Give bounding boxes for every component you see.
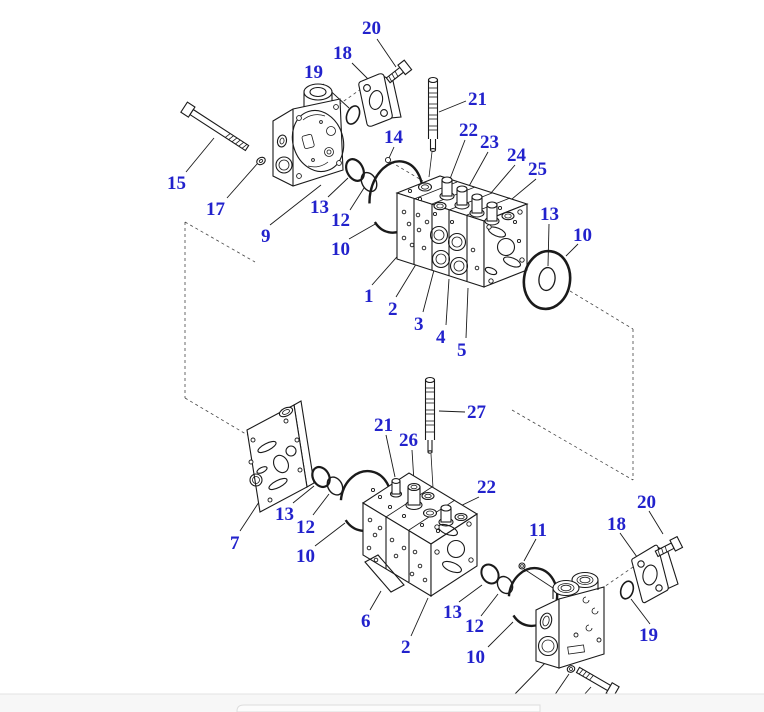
- oring-12-topleft: [360, 171, 378, 193]
- bolt-20-bottom: [654, 535, 684, 558]
- bolt-20-top: [385, 59, 413, 84]
- oring-13-right: [538, 266, 556, 292]
- lower-valve-block: [361, 472, 479, 598]
- projection-dashed-lines: [184, 88, 637, 590]
- bolt-bottom: [575, 666, 620, 698]
- bottom-tab: [236, 704, 541, 712]
- oring-13-botright: [480, 563, 500, 585]
- end-valve-body: [535, 571, 605, 669]
- bolt-15: [180, 101, 250, 152]
- washer-17: [256, 156, 266, 166]
- oring-13-topleft: [345, 158, 365, 182]
- main-valve-block: [395, 175, 529, 288]
- valve-body-9: [272, 83, 345, 187]
- bottom-bar: [0, 693, 764, 712]
- oring-19-bottom: [619, 580, 635, 600]
- washer-bottom: [566, 665, 576, 673]
- oring-19-top: [345, 105, 361, 125]
- oring-12-botleft: [326, 476, 344, 496]
- cover-plate-18-bottom: [631, 544, 679, 604]
- spool-27: [424, 376, 436, 506]
- plug-11: [518, 562, 554, 589]
- cover-plate-18-top: [358, 73, 402, 127]
- gasket-10-right: [522, 249, 572, 311]
- oring-13-botleft: [311, 465, 331, 489]
- plate-7: [246, 400, 315, 513]
- bracket-6: [364, 554, 405, 593]
- plug-14: [384, 156, 392, 164]
- spool-21: [427, 76, 439, 178]
